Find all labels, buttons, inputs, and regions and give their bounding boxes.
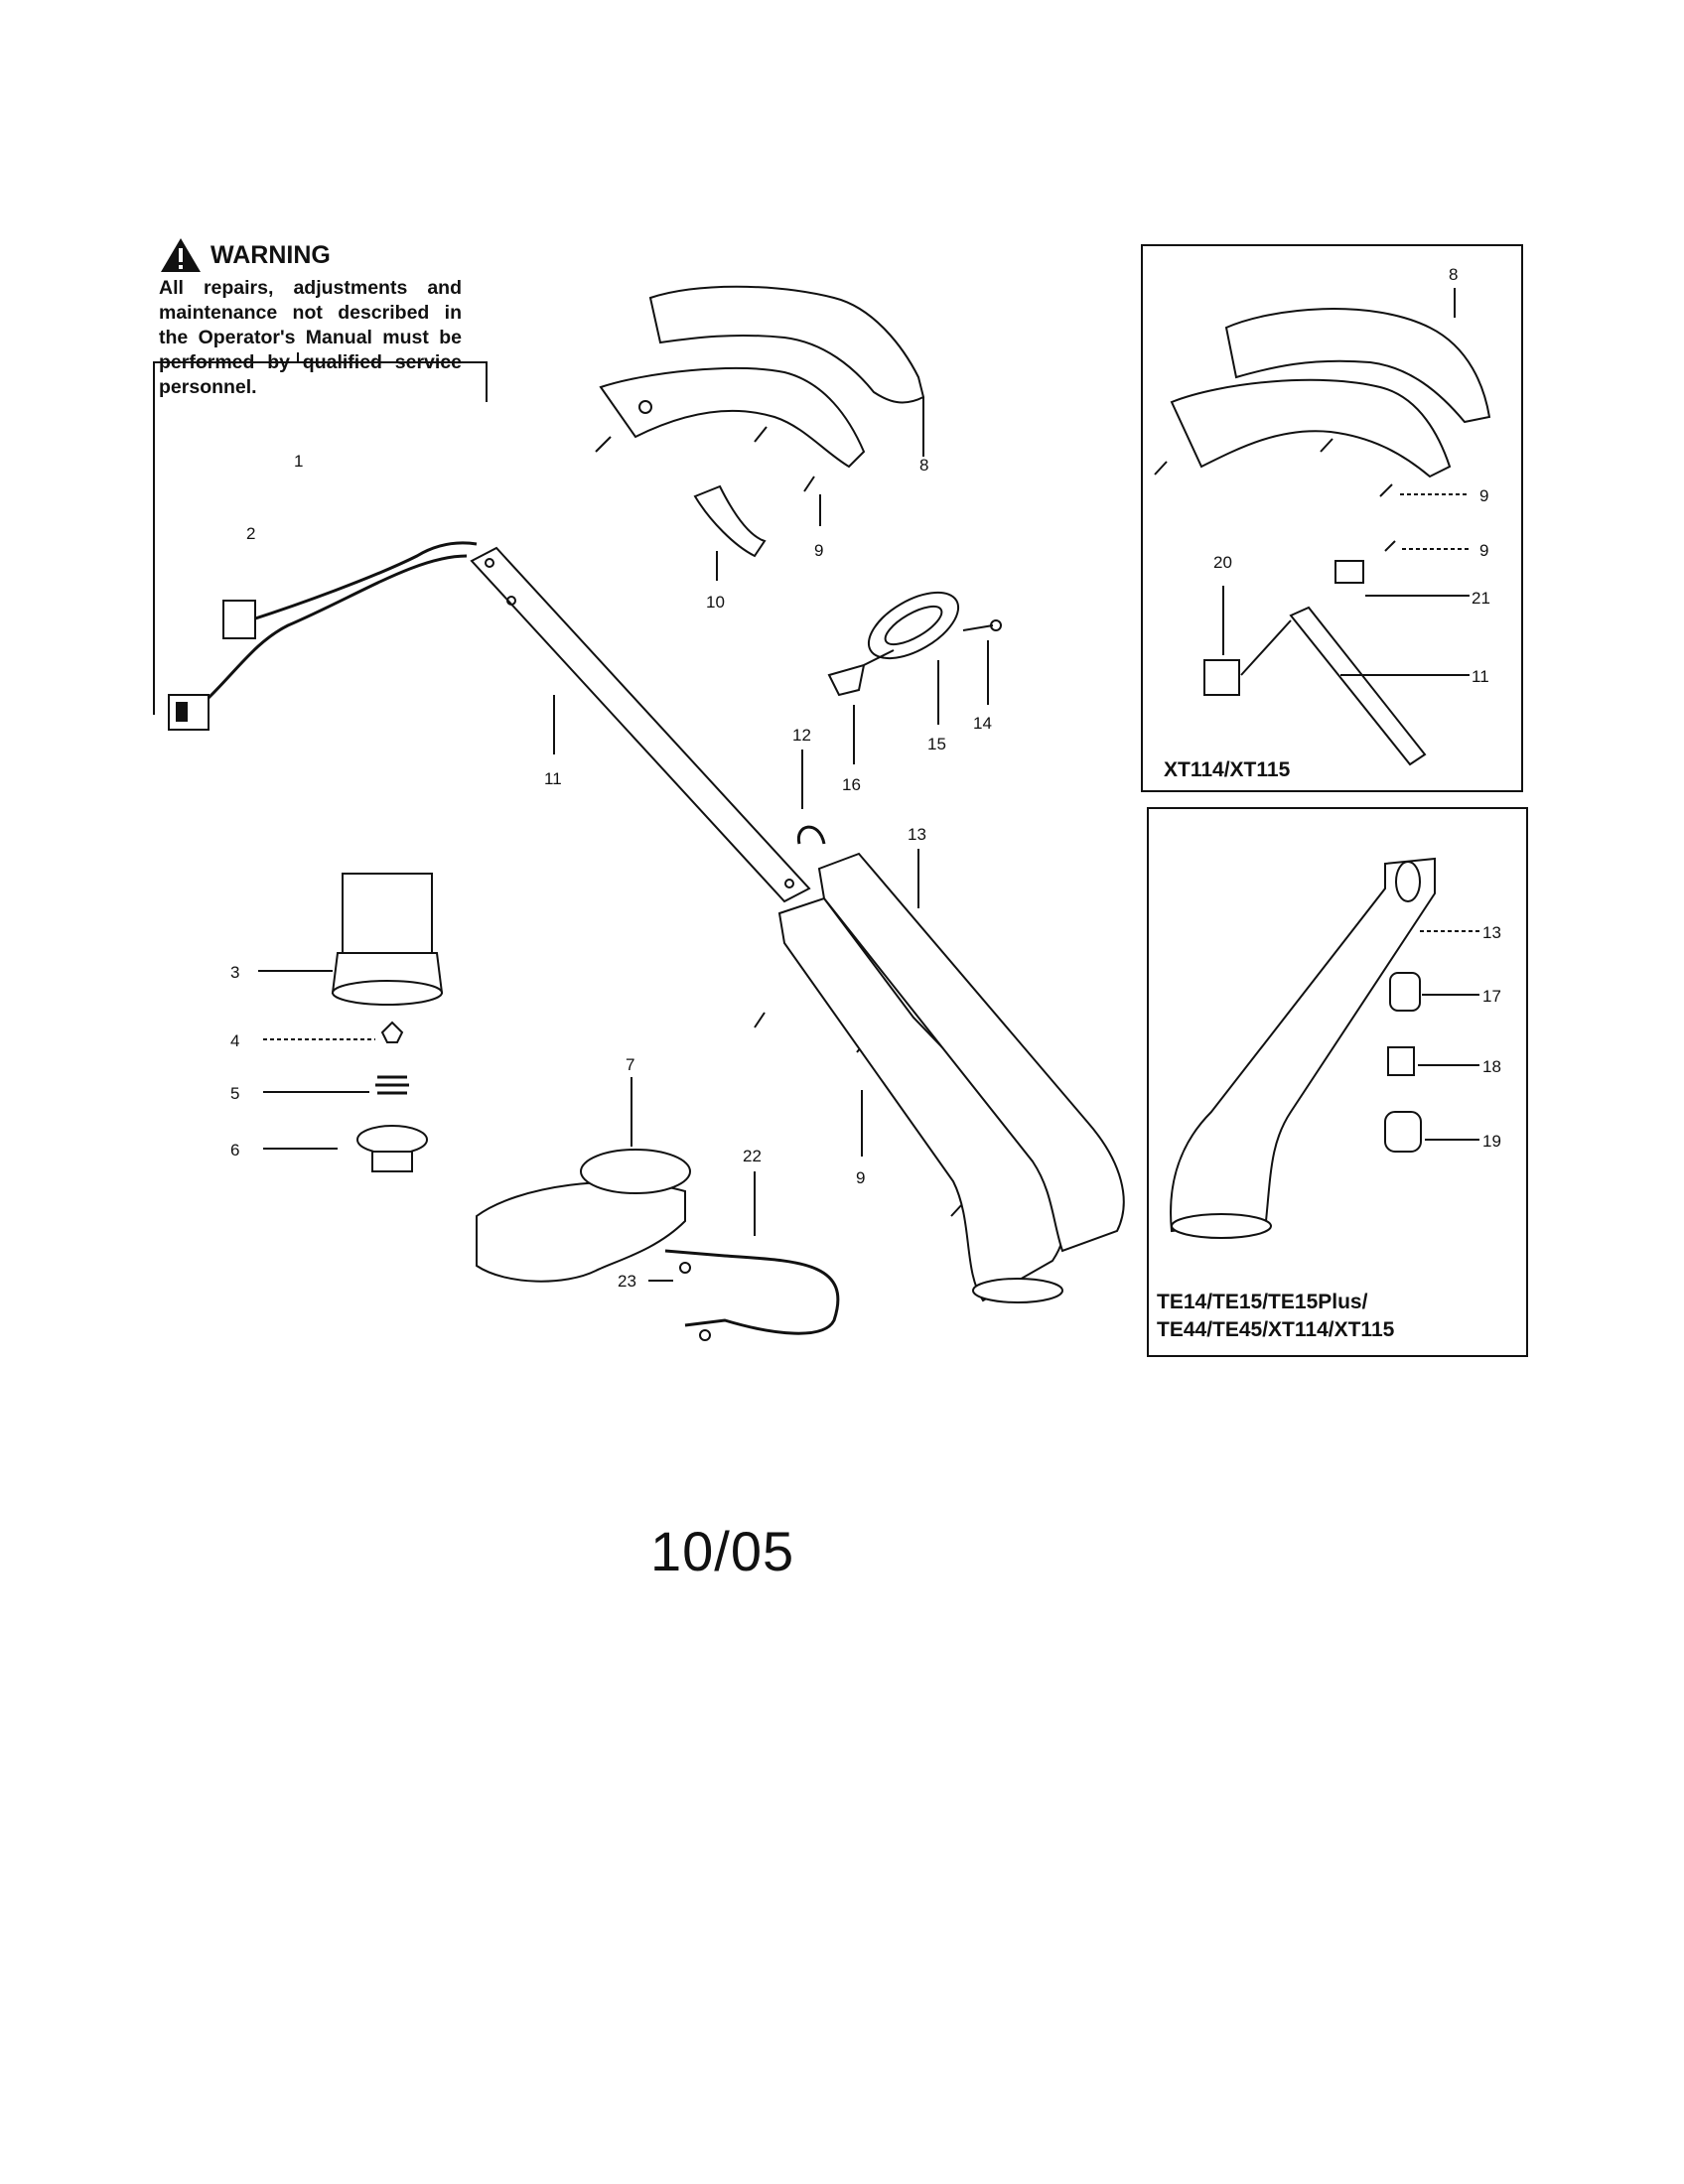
callout-14: 14 xyxy=(973,714,992,733)
part-11-upper-tube xyxy=(470,546,811,903)
inset-top-callout-20: 20 xyxy=(1213,553,1232,572)
inset-top-callout-11: 11 xyxy=(1472,667,1489,686)
callout-4: 4 xyxy=(230,1031,239,1050)
part-1-cord-assembly xyxy=(153,352,488,731)
part-8-handle-halves xyxy=(599,285,925,469)
revision-date: 10/05 xyxy=(650,1520,795,1582)
inset-top-callout-21: 21 xyxy=(1472,589,1490,608)
part-5-spring xyxy=(263,1075,409,1095)
inset-bottom-callout-17: 17 xyxy=(1482,987,1501,1006)
warning-heading: WARNING xyxy=(159,236,462,274)
inset-xt114-xt115: 8 9 9 20 21 11 XT114/XT115 xyxy=(1141,244,1523,792)
callout-15: 15 xyxy=(927,735,946,753)
callout-16: 16 xyxy=(842,775,861,794)
part-22-edging-guide xyxy=(648,1171,840,1341)
inset-housing-variants: 13 17 18 19 TE14/TE15/TE15Plus/ TE44/TE4… xyxy=(1147,807,1528,1357)
warning-title: WARNING xyxy=(210,240,331,269)
inset-bottom-model-label-line1: TE14/TE15/TE15Plus/ xyxy=(1157,1291,1368,1313)
callout-1: 1 xyxy=(294,452,303,471)
callout-5: 5 xyxy=(230,1084,239,1103)
callout-13: 13 xyxy=(908,825,926,844)
callout-8: 8 xyxy=(919,456,928,475)
parts-14-15-16-clamp xyxy=(827,591,1002,764)
inset-top-callout-9-b: 9 xyxy=(1479,541,1488,560)
callout-3: 3 xyxy=(230,963,239,982)
part-7-guard xyxy=(476,1077,691,1283)
callout-7: 7 xyxy=(626,1055,634,1074)
callout-22: 22 xyxy=(743,1147,762,1165)
callout-12: 12 xyxy=(792,726,811,745)
callout-23: 23 xyxy=(618,1272,636,1291)
inset-top-callout-9-a: 9 xyxy=(1479,486,1488,505)
inset-bottom-callout-13: 13 xyxy=(1482,923,1501,942)
part-10-trigger xyxy=(693,484,767,581)
inset-bottom-callout-19: 19 xyxy=(1482,1132,1501,1151)
inset-bottom-model-label-line2: TE44/TE45/XT114/XT115 xyxy=(1157,1318,1395,1341)
callout-9-upper: 9 xyxy=(814,541,823,560)
callout-9-lower: 9 xyxy=(856,1168,865,1187)
inset-top-model-label: XT114/XT115 xyxy=(1164,758,1291,781)
inset-top-callout-8: 8 xyxy=(1449,265,1458,284)
part-12-clip xyxy=(796,750,826,845)
callout-10: 10 xyxy=(706,593,725,612)
part-13-housing xyxy=(777,849,1125,1303)
warning-triangle-icon xyxy=(161,238,201,272)
inset-bottom-callout-18: 18 xyxy=(1482,1057,1501,1076)
callout-6: 6 xyxy=(230,1141,239,1160)
callout-2: 2 xyxy=(246,524,255,543)
part-4-cap xyxy=(263,1021,404,1043)
part-3-motor xyxy=(258,873,444,1006)
part-9-screws xyxy=(595,426,964,1217)
part-6-spool xyxy=(263,1125,428,1172)
callout-11: 11 xyxy=(544,769,562,788)
